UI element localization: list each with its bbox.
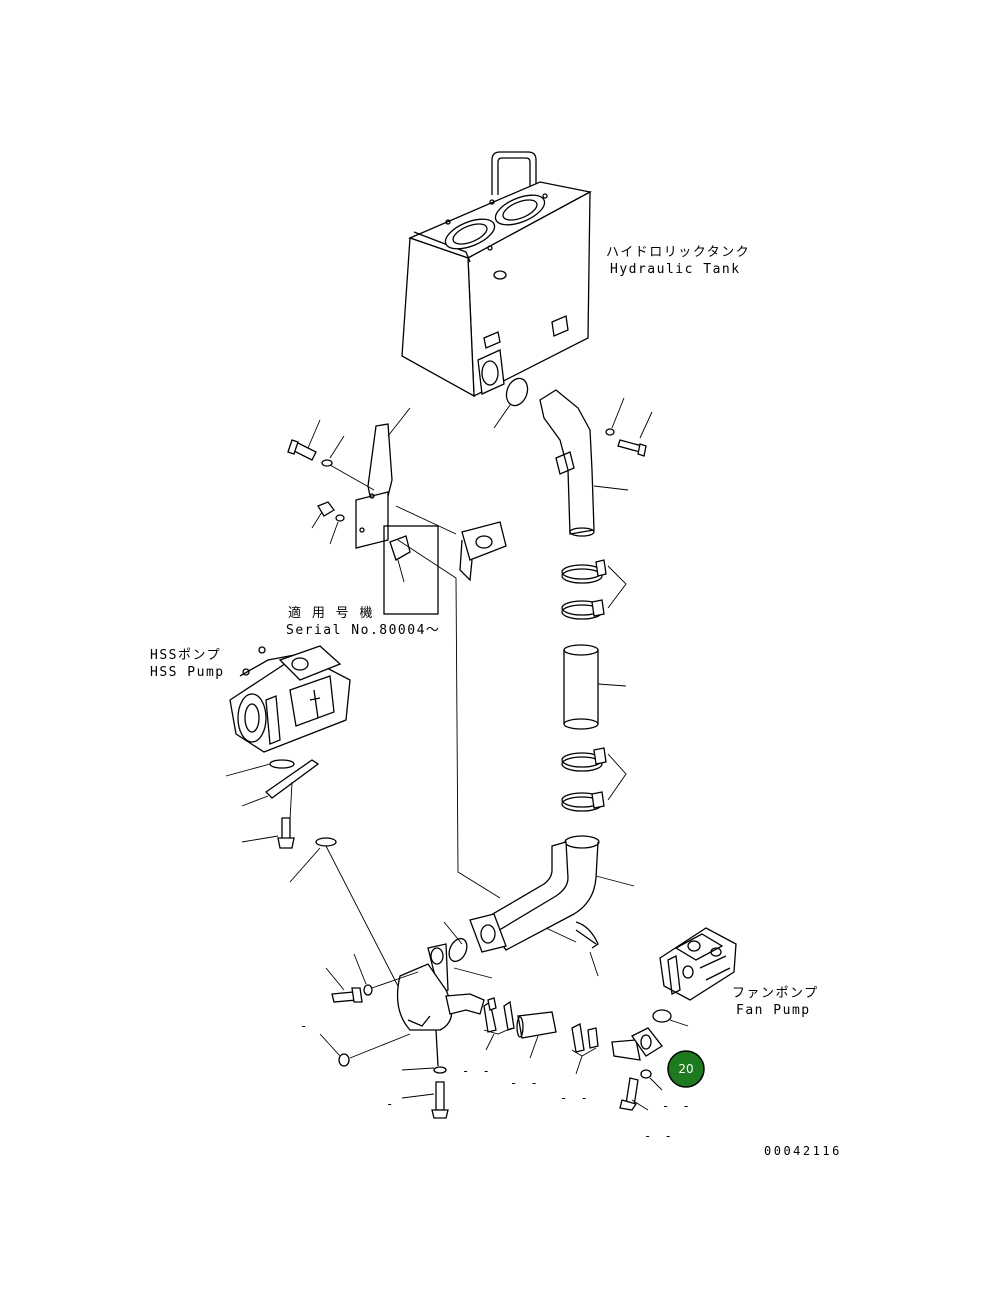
hose[interactable] bbox=[563, 644, 599, 730]
gasket[interactable] bbox=[503, 375, 531, 408]
suction-pipe[interactable] bbox=[469, 835, 600, 953]
hydraulic-tank-label-en: Hydraulic Tank bbox=[610, 262, 741, 277]
serial-label-en: Serial No.80004～ bbox=[286, 623, 440, 638]
blank-part-number: - - bbox=[560, 1091, 591, 1105]
bracket[interactable] bbox=[355, 423, 393, 549]
washer[interactable] bbox=[321, 459, 333, 467]
hose-clamp[interactable] bbox=[561, 559, 607, 584]
fan-pump-elbow[interactable] bbox=[611, 1027, 663, 1061]
washer[interactable] bbox=[605, 428, 615, 436]
bolt[interactable] bbox=[277, 817, 295, 849]
washer[interactable] bbox=[363, 984, 373, 996]
gasket[interactable] bbox=[269, 759, 295, 769]
hss-pump-label-en: HSS Pump bbox=[150, 665, 225, 680]
callout-number: 20 bbox=[678, 1062, 693, 1076]
u-bolt[interactable] bbox=[575, 921, 599, 949]
hose-clamp[interactable] bbox=[561, 791, 605, 812]
serial-label-jp: 適 用 号 機 bbox=[288, 605, 374, 621]
hss-pump-label-jp: HSSポンプ bbox=[150, 648, 221, 663]
fan-pump-label-jp: ファンポンプ bbox=[732, 986, 819, 1001]
suction-tube[interactable] bbox=[396, 943, 485, 1074]
fan-pump[interactable] bbox=[659, 927, 737, 1001]
hss-pump[interactable] bbox=[229, 645, 351, 753]
drawing-number: 00042116 bbox=[764, 1144, 842, 1158]
o-ring[interactable] bbox=[652, 1009, 672, 1023]
blank-part-number: - bbox=[300, 1019, 310, 1033]
hose-clamp[interactable] bbox=[561, 599, 605, 620]
bolt[interactable] bbox=[331, 987, 363, 1003]
bolt[interactable] bbox=[617, 439, 647, 457]
bolt[interactable] bbox=[431, 1081, 449, 1119]
serial-note-box bbox=[383, 525, 439, 615]
fan-pump-label-en: Fan Pump bbox=[736, 1003, 811, 1018]
blank-part-number: - - bbox=[644, 1129, 675, 1143]
hose-clamp[interactable] bbox=[503, 1000, 515, 1031]
washer[interactable] bbox=[335, 514, 345, 522]
hose-clamp[interactable] bbox=[483, 997, 497, 1033]
blank-part-number: - - bbox=[462, 1064, 493, 1078]
hose-clamp[interactable] bbox=[571, 1023, 599, 1053]
gasket[interactable] bbox=[446, 936, 471, 965]
hose[interactable] bbox=[516, 1011, 557, 1039]
flange-plate[interactable] bbox=[459, 521, 507, 582]
flange-plate[interactable] bbox=[264, 759, 320, 799]
hose-clamp[interactable] bbox=[561, 747, 607, 772]
hydraulic-tank-label-jp: ハイドロリックタンク bbox=[606, 245, 750, 260]
o-ring[interactable] bbox=[315, 837, 337, 847]
bolt[interactable] bbox=[619, 1077, 639, 1111]
callout-20[interactable]: 20 bbox=[667, 1050, 705, 1088]
hydraulic-tank[interactable] bbox=[401, 151, 592, 398]
plug[interactable] bbox=[338, 1053, 350, 1067]
bolt[interactable] bbox=[287, 439, 317, 461]
elbow-pipe[interactable] bbox=[539, 389, 595, 537]
blank-part-number: - - bbox=[662, 1099, 693, 1113]
blank-part-number: - - bbox=[510, 1076, 541, 1090]
washer[interactable] bbox=[640, 1069, 652, 1079]
blank-part-number: - bbox=[386, 1097, 396, 1111]
